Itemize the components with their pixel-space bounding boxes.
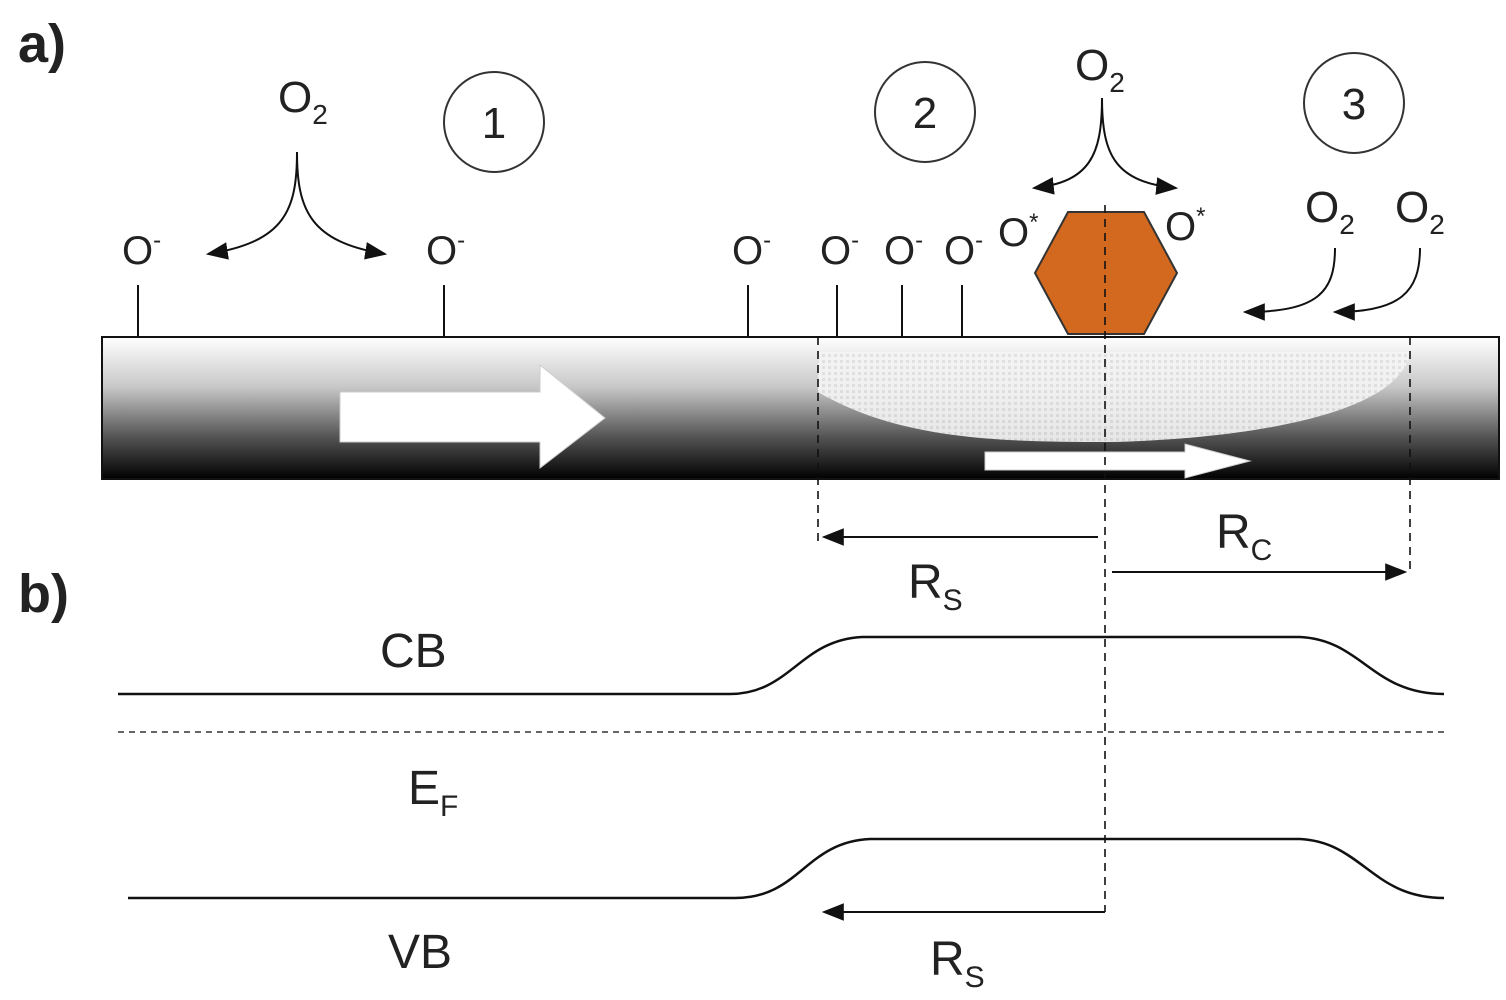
oxygen-molecule-1: O2 <box>278 73 328 130</box>
adsorbed-oxygen-stems <box>137 285 963 337</box>
oxygen-ion-3: O- <box>732 227 771 273</box>
semiconductor-bar <box>101 336 1500 480</box>
oxygen-ion-labels: O- O- O- O- O- O- <box>122 227 983 273</box>
valence-band-line <box>128 837 1445 900</box>
oxygen-molecule-2: O2 <box>1075 41 1125 98</box>
oxygen-molecule-4: O2 <box>1395 183 1445 240</box>
oxygen-molecule-3: O2 <box>1305 183 1355 240</box>
large-current-arrow <box>339 363 606 470</box>
oxygen-ion-5: O- <box>884 227 923 273</box>
rs-label-bottom: RS <box>930 933 985 994</box>
step-marker-2-text: 2 <box>913 89 937 138</box>
adsorption-arrows-3 <box>1242 247 1421 321</box>
step-marker-1: 1 <box>443 71 545 173</box>
step-marker-3: 3 <box>1303 52 1405 154</box>
rs-label-top: RS <box>908 556 963 617</box>
step-marker-1-text: 1 <box>482 99 506 148</box>
fermi-level-label: EF <box>408 762 458 823</box>
step-marker-3-text: 3 <box>1342 80 1366 129</box>
panel-label-a: a) <box>18 14 66 74</box>
valence-band-label: VB <box>388 926 452 979</box>
oxygen-ion-6: O- <box>944 227 983 273</box>
step-marker-2: 2 <box>874 61 976 163</box>
dissociation-arrows-2 <box>1031 97 1179 195</box>
dashed-guides <box>817 205 1411 912</box>
oxygen-ion-4: O- <box>820 227 859 273</box>
oxygen-ion-1: O- <box>122 227 161 273</box>
dissociation-arrows-1 <box>205 151 388 260</box>
oxygen-radical-left: O* <box>998 209 1038 255</box>
oxygen-ion-2: O- <box>426 227 465 273</box>
oxygen-radical-right: O* <box>1165 203 1205 249</box>
small-current-arrow <box>984 443 1252 479</box>
catalyst-particle <box>1033 211 1179 335</box>
conduction-band-label: CB <box>380 625 447 678</box>
depletion-region <box>818 352 1410 442</box>
conduction-band-line <box>118 635 1445 696</box>
rc-label: RC <box>1216 506 1272 567</box>
panel-label-b: b) <box>18 564 69 624</box>
